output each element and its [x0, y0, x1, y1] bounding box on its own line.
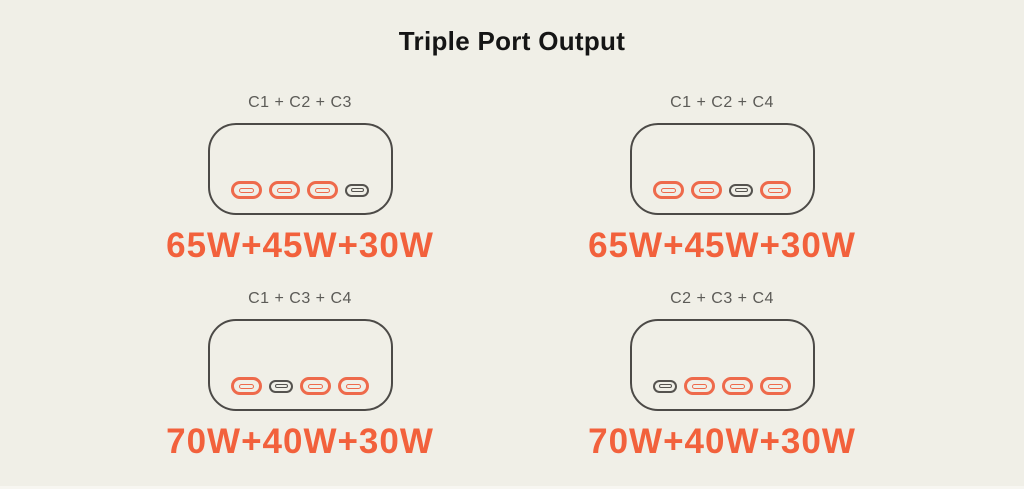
bottom-edge-divider — [0, 486, 1024, 489]
port-slot — [239, 383, 254, 389]
port-slot — [277, 187, 292, 193]
usb-c-port-active-icon — [653, 181, 684, 199]
usb-c-port-active-icon — [338, 377, 369, 395]
usb-c-port-active-icon — [722, 377, 753, 395]
usb-c-port-inactive-icon — [653, 379, 677, 393]
usb-c-port-row — [231, 377, 369, 395]
usb-c-port-active-icon — [684, 377, 715, 395]
port-combo-cell: C2 + C3 + C4 70W+40W+30W — [588, 290, 856, 460]
power-bank-outline — [629, 123, 815, 215]
power-bank-outline — [207, 123, 393, 215]
usb-c-port-row — [231, 181, 369, 199]
usb-c-port-active-icon — [307, 181, 338, 199]
output-wattage: 65W+45W+30W — [588, 226, 856, 265]
usb-c-port-active-icon — [691, 181, 722, 199]
usb-c-port-row — [653, 181, 791, 199]
usb-c-port-inactive-icon — [729, 183, 753, 197]
usb-c-port-active-icon — [760, 377, 791, 395]
combo-label: C1 + C2 + C4 — [670, 94, 774, 111]
port-slot — [699, 187, 714, 193]
power-bank-outline — [629, 319, 815, 411]
port-slot — [768, 383, 783, 389]
port-slot — [661, 187, 676, 193]
combo-label: C1 + C2 + C3 — [248, 94, 352, 111]
usb-c-port-inactive-icon — [345, 183, 369, 197]
port-slot — [346, 383, 361, 389]
port-combo-cell: C1 + C2 + C4 65W+45W+30W — [588, 94, 856, 264]
usb-c-port-active-icon — [760, 181, 791, 199]
port-slot — [274, 384, 288, 388]
usb-c-port-inactive-icon — [269, 379, 293, 393]
page-title: Triple Port Output — [398, 26, 626, 56]
combo-label: C2 + C3 + C4 — [670, 290, 774, 307]
port-slot — [315, 187, 330, 193]
usb-c-port-active-icon — [231, 377, 262, 395]
usb-c-port-active-icon — [231, 181, 262, 199]
port-slot — [239, 187, 254, 193]
port-slot — [692, 383, 707, 389]
combo-label: C1 + C3 + C4 — [248, 290, 352, 307]
port-combo-cell: C1 + C2 + C3 65W+45W+30W — [166, 94, 434, 264]
port-slot — [768, 187, 783, 193]
output-wattage: 70W+40W+30W — [166, 422, 434, 461]
usb-c-port-row — [653, 377, 791, 395]
port-slot — [308, 383, 323, 389]
output-wattage: 65W+45W+30W — [166, 226, 434, 265]
port-slot — [350, 188, 364, 192]
output-wattage: 70W+40W+30W — [588, 422, 856, 461]
port-slot — [658, 384, 672, 388]
power-bank-outline — [207, 319, 393, 411]
usb-c-port-active-icon — [269, 181, 300, 199]
port-slot — [730, 383, 745, 389]
port-slot — [734, 188, 748, 192]
usb-c-port-active-icon — [300, 377, 331, 395]
combo-grid: C1 + C2 + C3 65W+45W+30W C1 + C2 + C4 65… — [89, 94, 933, 460]
port-combo-cell: C1 + C3 + C4 70W+40W+30W — [166, 290, 434, 460]
